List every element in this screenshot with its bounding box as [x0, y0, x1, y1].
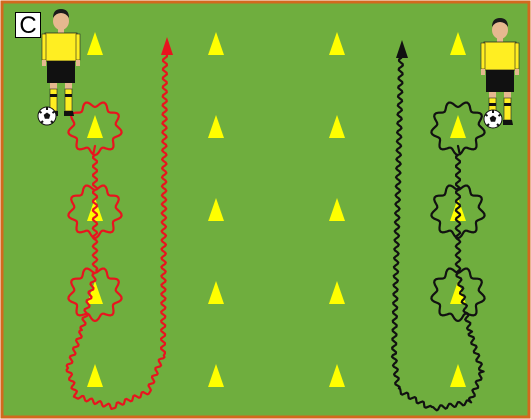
drill-label: C	[15, 12, 41, 38]
soccer-ball-left-icon	[38, 107, 56, 125]
soccer-ball-right-icon	[484, 110, 502, 128]
